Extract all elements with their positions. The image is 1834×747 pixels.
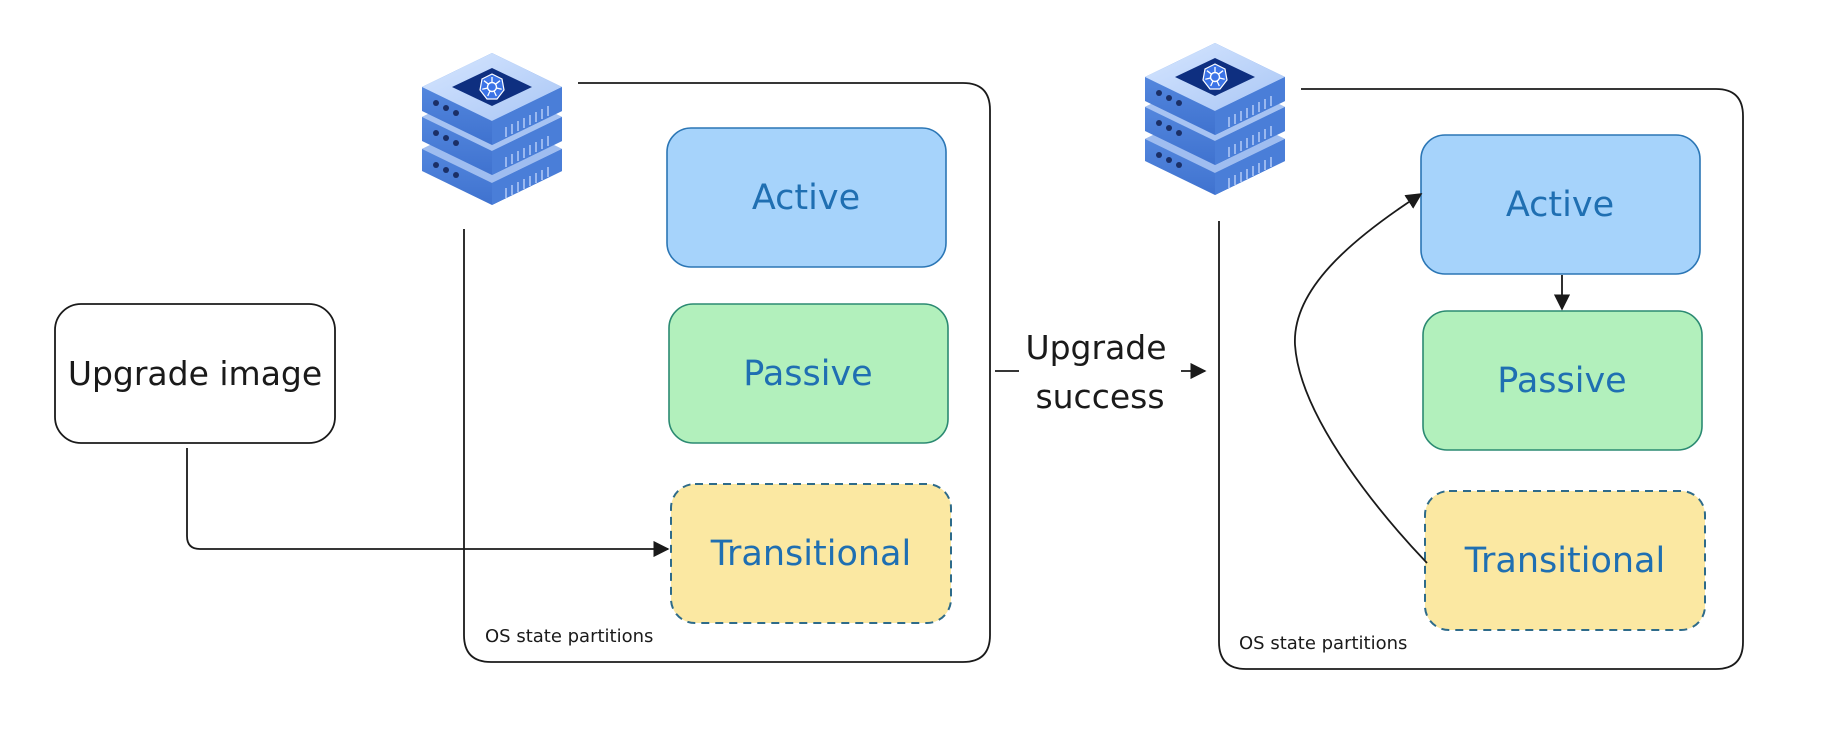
before-partition-active: Active [666,127,947,268]
after-partition-active: Active [1420,134,1701,275]
upgrade-image-node: Upgrade image [54,303,336,444]
after-partitions-frame [1218,88,1744,670]
kubernetes-server-stack-icon-after [1144,42,1286,196]
before-active-label: Active [752,178,860,218]
transition-label-line2: success [1035,377,1164,416]
transitional-to-active-arrow [1294,193,1428,564]
after-partition-passive: Passive [1422,310,1703,451]
after-state-group: Active Passive Transitional OS state par… [1144,42,1744,670]
before-partitions-frame [463,82,991,663]
upgrade-image-label: Upgrade image [68,354,322,393]
after-active-label: Active [1506,185,1614,225]
before-partition-passive: Passive [668,303,949,444]
before-passive-label: Passive [743,354,872,394]
before-caption: OS state partitions [485,626,653,647]
upgrade-image-box [54,303,336,444]
after-partition-transitional: Transitional [1424,490,1706,631]
upgrade-success-transition: Upgrade success [995,328,1207,416]
upgrade-to-transitional-arrow [186,448,670,558]
after-passive-label: Passive [1497,361,1626,401]
before-partition-transitional: Transitional [670,483,952,624]
before-transitional-label: Transitional [710,534,911,574]
before-state-group: Active Passive Transitional OS state par… [421,52,991,663]
after-caption: OS state partitions [1239,633,1407,654]
kubernetes-server-stack-icon [421,52,563,206]
transition-label-line1: Upgrade [1025,328,1166,367]
after-transitional-label: Transitional [1464,541,1665,581]
